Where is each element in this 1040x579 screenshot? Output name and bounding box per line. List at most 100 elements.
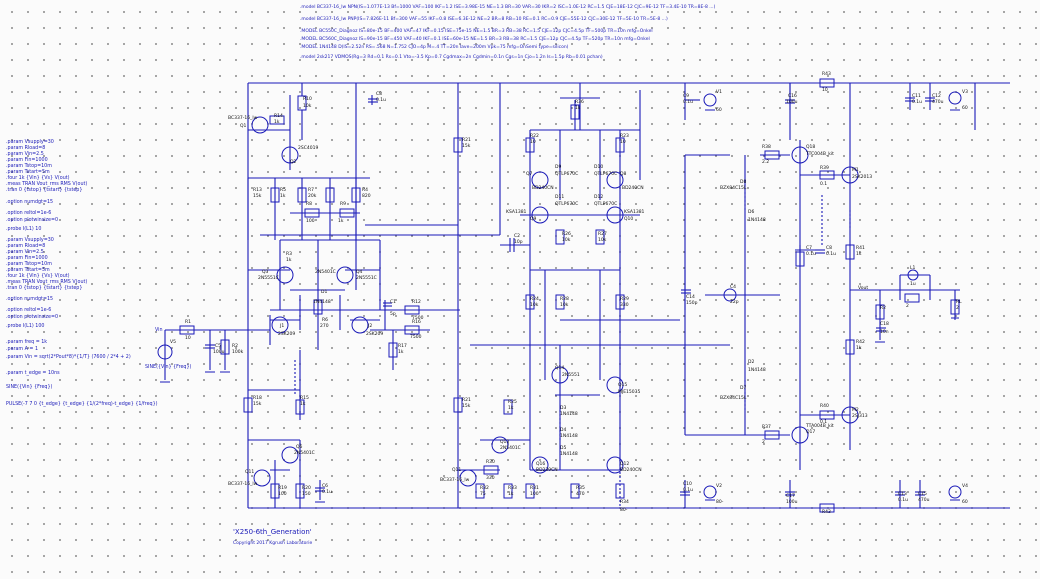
r1-label: R1 xyxy=(185,320,191,325)
r3-value: 1k xyxy=(286,258,292,263)
param-tedge: .param t_edge = 10ns xyxy=(6,371,60,376)
option-plotwin-1: .option plotwinsize=0 xyxy=(6,218,59,223)
r6-value: 270 xyxy=(320,324,329,329)
r29-label: R29 xyxy=(620,297,629,302)
q18-model: TTC004B_kit xyxy=(806,152,834,157)
r9-label: R9 xyxy=(340,202,346,207)
param-a: .param A = 1 xyxy=(6,347,39,352)
model-line-3: .MODEL BC550C_Diagnoz IS=80e-15 BF=400 V… xyxy=(300,29,653,34)
r39-label: R39 xyxy=(820,166,829,171)
q14-label: Q14 xyxy=(555,366,565,371)
c15-label: C15 xyxy=(918,492,927,497)
c12-label: C12 xyxy=(932,94,941,99)
r-damp-value: 2 xyxy=(906,304,909,309)
q10-model: KSA1381 xyxy=(624,210,645,215)
c16-value: 100u xyxy=(786,100,798,105)
r5-label: R5 xyxy=(280,188,286,193)
r2-value: 100k xyxy=(232,350,244,355)
param-freq: .param freq = 1k xyxy=(6,340,48,345)
r31-value: 100 xyxy=(530,492,539,497)
r10-value: 10k xyxy=(303,104,312,109)
d5-label: D5 xyxy=(560,446,567,451)
r29-value: 330 xyxy=(620,303,629,308)
r14-value: 1k xyxy=(274,120,280,125)
r24-value: 10k xyxy=(530,303,539,308)
r28-label: R28 xyxy=(560,297,569,302)
q1-label: Q1 xyxy=(240,124,247,129)
q7-model: BD240CN xyxy=(532,186,554,191)
d12-model: QTLP670C xyxy=(594,202,618,207)
q12-model: BD240CN xyxy=(620,468,642,473)
tran-directive-2: .tran 0 {tstop} {tstart} {tstep} xyxy=(6,286,83,291)
sine-source: SINE({Vin} {Freq}) xyxy=(6,385,53,390)
r13-value: 15k xyxy=(253,194,262,199)
q4-label: Q4 xyxy=(356,270,363,275)
d5-model: 1N4148 xyxy=(560,452,578,457)
r43-value: 10 xyxy=(822,88,828,93)
r32-value: 75 xyxy=(480,492,486,497)
j1-label: J1 xyxy=(280,324,285,329)
d8-label: D8 xyxy=(740,180,747,185)
r25-label: R25 xyxy=(508,400,517,405)
v3-label: V3 xyxy=(962,90,968,95)
r22-value: 10 xyxy=(530,140,536,145)
c11-value: 0.1u xyxy=(912,100,923,105)
r18-label: R18 xyxy=(253,396,262,401)
c4-label: C4 xyxy=(730,285,737,290)
r33-value: 1k xyxy=(508,492,514,497)
c8b-value: 0.1u xyxy=(826,252,837,257)
v1-value: 60 xyxy=(716,108,722,113)
model-line-2: .model BC337-16_lw PNP(IS=7.826E-11 Bf=3… xyxy=(300,17,668,22)
directive-group-1: .param Vsupply=30 .param Rload=8 .param … xyxy=(6,140,88,187)
c18-label: C18 xyxy=(880,322,889,327)
c6-value: 0.1u xyxy=(322,490,333,495)
m1-label: M1 xyxy=(852,168,859,173)
r37-label: R37 xyxy=(762,425,771,430)
d4-label: D4 xyxy=(560,428,567,433)
q4-model: 2N5401C xyxy=(315,270,336,275)
r22-label: R22 xyxy=(530,134,539,139)
r35-value: 470 xyxy=(576,492,585,497)
d6-label: D6 xyxy=(748,210,755,215)
v1-label: V1 xyxy=(716,90,722,95)
r30-value: 330 xyxy=(486,476,495,481)
q10-label: Q10 xyxy=(624,217,634,222)
d7-model: BZX84C15L xyxy=(720,396,747,401)
r40-value: 0.1 xyxy=(820,420,828,425)
r32-label: R32 xyxy=(480,486,489,491)
probe-directive-2: .probe I(L1) 100 xyxy=(6,324,45,329)
q11b-label: Q11 xyxy=(452,468,462,473)
r21b-label: R21 xyxy=(462,398,471,403)
l1-value: 1u xyxy=(910,282,916,287)
vin-node-label: Vin xyxy=(155,328,163,333)
r6-label: R6 xyxy=(322,318,328,323)
r26-value: 10k xyxy=(562,238,571,243)
q14-model: 2N5551 xyxy=(562,373,580,378)
q12-label: Q12 xyxy=(620,462,630,467)
d7-label: D7 xyxy=(740,386,747,391)
option-numdgt-1: .option numdgt=15 xyxy=(6,200,54,205)
r15-label: R15 xyxy=(300,396,309,401)
r5-value: 1k xyxy=(280,194,286,199)
c15-value: 470u xyxy=(918,498,930,503)
r7-label: R7 xyxy=(308,188,314,193)
q11b-model: BC337-16_lw xyxy=(440,478,470,483)
probe-directive-1: .probe I(L1) 10 xyxy=(6,227,42,232)
r18-value: 15k xyxy=(253,402,262,407)
j2-label: J2 xyxy=(368,324,373,329)
c10-value: 0.1u xyxy=(683,488,694,493)
r20-value: 150 xyxy=(302,492,311,497)
r9-value: 1k xyxy=(338,219,344,224)
q17-label: Q17 xyxy=(806,430,816,435)
q18-label: Q18 xyxy=(806,145,816,150)
model-line-4: .MODEL BC560C_Diagnoz IS=90e-15 BF=450 V… xyxy=(300,37,650,42)
c10-label: C10 xyxy=(683,482,692,487)
d1-model: 1N4148 xyxy=(313,300,331,305)
q9-model: KSA1381 xyxy=(506,210,527,215)
r39-value: 0.1 xyxy=(820,182,828,187)
param-vin: .param Vin = sqrt(2*Pout*8)*{1/T} (7600 … xyxy=(6,355,131,360)
r41-label: R41 xyxy=(856,246,865,251)
q15-label: Q15 xyxy=(618,383,628,388)
